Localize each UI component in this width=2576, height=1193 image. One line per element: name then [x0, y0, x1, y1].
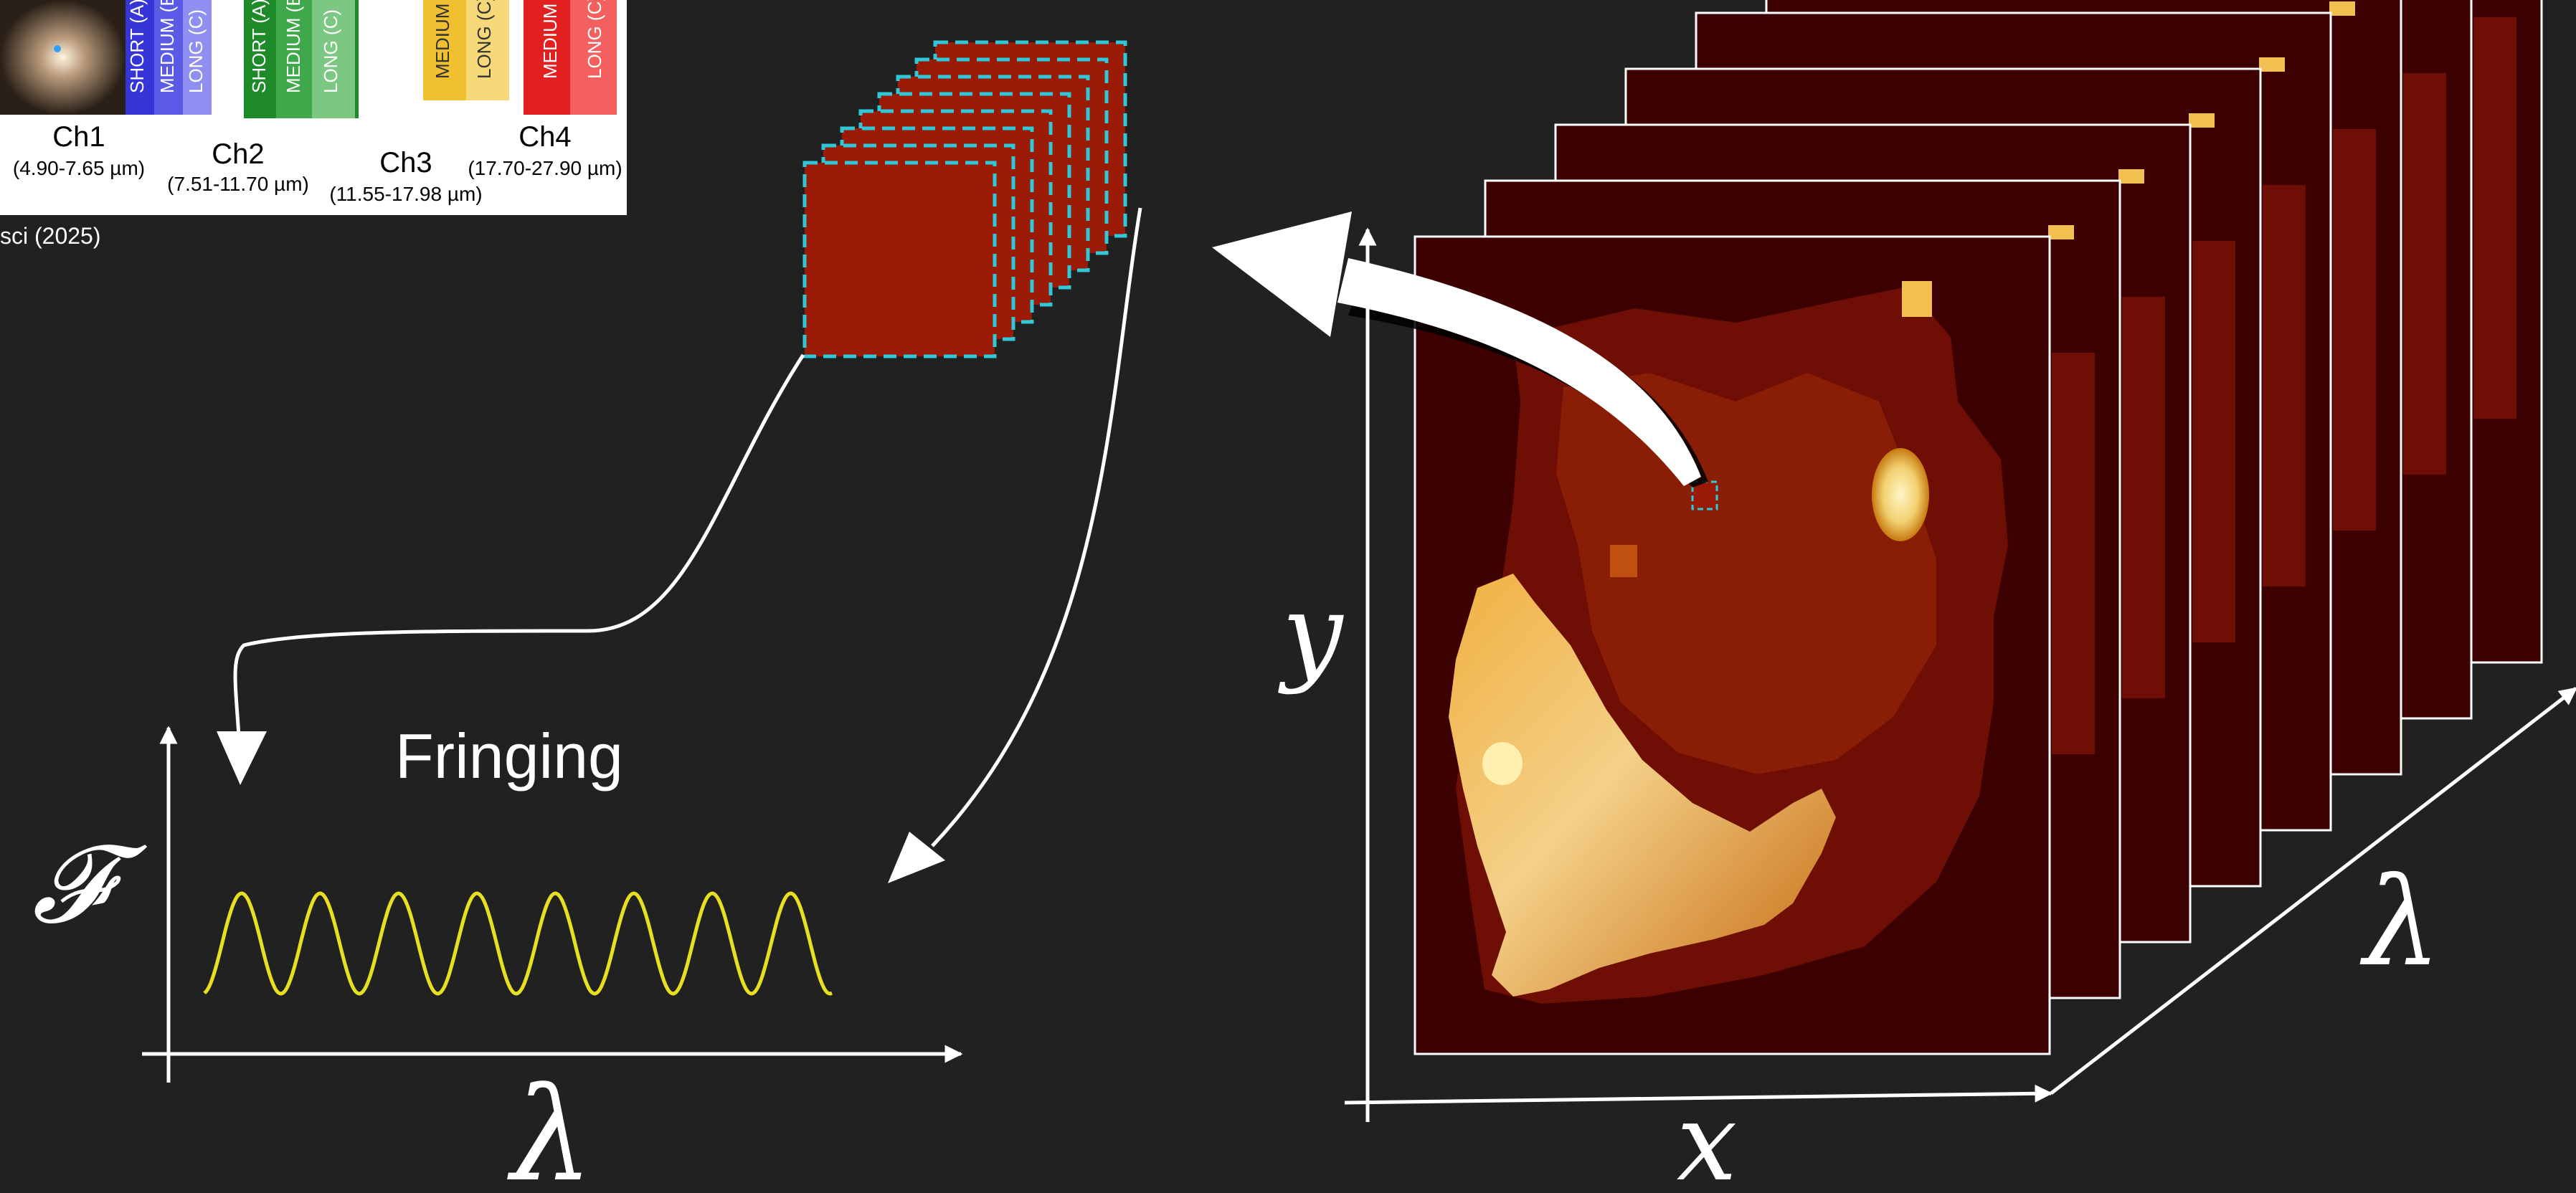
cube-axes: y x λ [1278, 227, 2576, 1193]
inset-ch2-band-1: SHORT (A) [248, 0, 270, 93]
inset-ch1-band-2: MEDIUM (B) [156, 0, 178, 93]
inset-ch3-band-2: LONG (C) [473, 0, 495, 79]
cube-slice-emission [2403, 73, 2446, 475]
inset-ch1-range: (4.90-7.65 µm) [13, 157, 145, 179]
inset-ch1-band-3: LONG (C) [185, 9, 207, 93]
inset-ch3-bands: MEDIUM (B) LONG (C) [423, 0, 509, 100]
inset-ch4-label: Ch4 [518, 121, 571, 153]
fringing-wave [203, 891, 833, 996]
emission-plume [1449, 574, 1836, 997]
cube-slice-hotspot [2259, 57, 2285, 72]
cube-slice-hotspot [2189, 113, 2215, 128]
inset-credit: sci (2025) [0, 223, 101, 249]
cube-lambda-symbol: λ [2359, 852, 2441, 994]
inset-ch3-label: Ch3 [379, 147, 432, 179]
cube-y-symbol: y [1278, 571, 1345, 696]
knot-center [1610, 545, 1637, 577]
spaxel-slice [802, 161, 997, 358]
inset-ch1-bands: SHORT (A) MEDIUM (B) LONG (C) [126, 0, 212, 115]
cube-slice-hotspot [2118, 169, 2144, 184]
cube-slice-emission [2122, 297, 2165, 698]
cube-slice-emission [2473, 17, 2516, 419]
inset-marker [54, 45, 61, 52]
hot-spot-east [1872, 448, 1929, 541]
connector-right-arrowhead [888, 832, 945, 883]
inset-galaxy-image [0, 0, 126, 115]
cube-slice-emission [2052, 353, 2095, 754]
spectrum-panel: Fringing 𝓕 λ [32, 721, 963, 1193]
spectrum-title: Fringing [395, 721, 623, 792]
emission-region-mid [1556, 373, 1936, 774]
inset-ch2-label: Ch2 [212, 138, 264, 170]
spectrum-y-symbol: 𝓕 [32, 822, 148, 947]
inset-ch1-label: Ch1 [52, 121, 105, 153]
extraction-arrow-head [1212, 211, 1352, 337]
inset-ch4-range: (17.70-27.90 µm) [468, 157, 622, 179]
cube-lambda-axis [2050, 687, 2576, 1095]
extraction-arrow-body [1337, 258, 1701, 486]
connector-right [931, 207, 1142, 847]
inset-ch2-bands: SHORT (A) MEDIUM (B) LONG (C) [244, 0, 359, 118]
cube-slice-emission [2333, 129, 2376, 531]
cube-x-axis [1344, 1084, 2053, 1105]
inset-ch4-band-2: LONG (C) [584, 0, 605, 79]
cube-slice-emission [2263, 185, 2306, 586]
hot-spot-plume [1482, 742, 1523, 785]
front-emission-map [1414, 235, 2051, 1055]
cube-slice-emission [2192, 241, 2235, 642]
inset-ch3-band-1: MEDIUM (B) [432, 0, 453, 79]
cube-x-symbol: x [1677, 1080, 1738, 1193]
channel-inset: SHORT (A) MEDIUM (B) LONG (C) SHORT (A) … [0, 0, 627, 215]
inset-ch2-band-3: LONG (C) [320, 9, 341, 93]
cube-slice-hotspot [2329, 1, 2355, 16]
inset-ch1-band-1: SHORT (A) [126, 0, 148, 93]
cube-slice-hotspot [2048, 225, 2074, 239]
spaxel-stack [802, 40, 1127, 358]
inset-ch4-bands: MEDIUM (B) LONG (C) [524, 0, 617, 115]
connector-left [233, 353, 805, 761]
inset-ch2-range: (7.51-11.70 µm) [167, 173, 309, 195]
inset-ch2-band-2: MEDIUM (B) [283, 0, 304, 93]
spectrum-x-symbol: λ [507, 1060, 593, 1193]
connector-left-arrowhead [217, 731, 267, 785]
inset-ch3-range: (11.55-17.98 µm) [329, 183, 482, 205]
inset-ch4-band-1: MEDIUM (B) [539, 0, 561, 79]
hot-spot-top [1902, 281, 1932, 317]
